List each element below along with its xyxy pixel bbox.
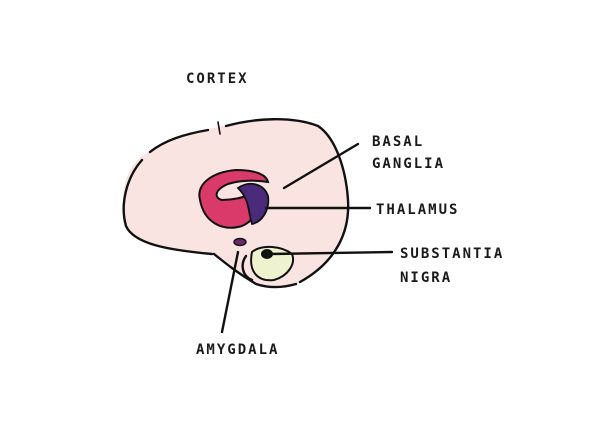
label-substantia-nigra-2: NIGRA <box>400 270 452 286</box>
label-thalamus: THALAMUS <box>376 202 459 218</box>
amygdala-shape <box>233 237 247 247</box>
substantia-nigra <box>250 246 294 282</box>
thalamus <box>236 182 270 226</box>
label-substantia-nigra-1: SUBSTANTIA <box>400 246 504 262</box>
leader-basal-ganglia <box>282 142 360 190</box>
label-basal-ganglia-2: GANGLIA <box>372 156 445 172</box>
label-cortex: CORTEX <box>186 71 249 87</box>
label-amygdala: AMYGDALA <box>196 342 279 358</box>
cortex-outline-left-top <box>148 128 210 154</box>
cortex-outline-top <box>224 118 350 284</box>
leader-substantia-nigra <box>268 250 394 256</box>
cortex-outline-bottom <box>212 252 298 289</box>
inner-curve <box>241 254 254 282</box>
cortex-outline-left <box>122 158 214 256</box>
thalamus-shape <box>236 182 270 226</box>
label-basal-ganglia-1: BASAL <box>372 134 424 150</box>
leader-amygdala <box>220 250 240 334</box>
substantia-nigra-dot <box>261 249 273 259</box>
cortex-tick <box>217 121 221 135</box>
